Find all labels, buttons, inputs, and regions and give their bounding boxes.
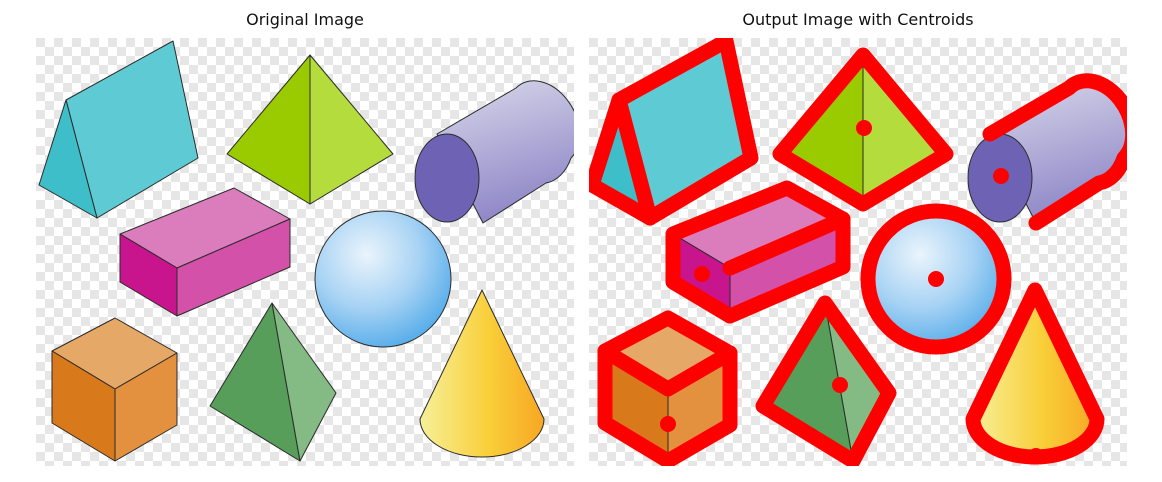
centroid-dot-7 — [1028, 448, 1044, 464]
cube — [51, 317, 178, 462]
cylinder — [414, 80, 574, 224]
centroid-dot-2 — [993, 168, 1009, 184]
contour-tetrahedron — [755, 295, 897, 466]
original-image — [36, 38, 574, 466]
contour-prism-ridge — [611, 92, 658, 226]
centroid-dot-6 — [832, 377, 848, 393]
centroid-dot-5 — [660, 416, 676, 432]
centroid-dot-3 — [694, 266, 710, 282]
rectangular-box — [119, 187, 291, 317]
left-panel-title: Original Image — [246, 10, 364, 29]
contour-rectangular-box — [665, 180, 851, 324]
centroid-dot-4 — [928, 271, 944, 287]
contour-cube-edge — [597, 343, 738, 397]
contour-sphere — [860, 203, 1012, 355]
sphere — [314, 210, 452, 348]
contour-triangular-prism — [589, 38, 759, 226]
right-panel-title: Output Image with Centroids — [742, 10, 974, 29]
output-image-with-centroids — [589, 38, 1127, 466]
contour-cylinder — [982, 73, 1127, 231]
contour-square-pyramid — [772, 47, 954, 212]
triangular-prism — [38, 40, 199, 219]
original-image-panel — [36, 38, 574, 466]
output-image-panel — [589, 38, 1127, 466]
centroid-dot-1 — [856, 120, 872, 136]
tetrahedron — [209, 302, 337, 462]
contour-box-edge — [722, 211, 851, 276]
square-pyramid — [226, 54, 394, 205]
contour-cube — [597, 310, 738, 466]
cone — [419, 289, 545, 458]
centroid-markers — [660, 120, 1044, 464]
